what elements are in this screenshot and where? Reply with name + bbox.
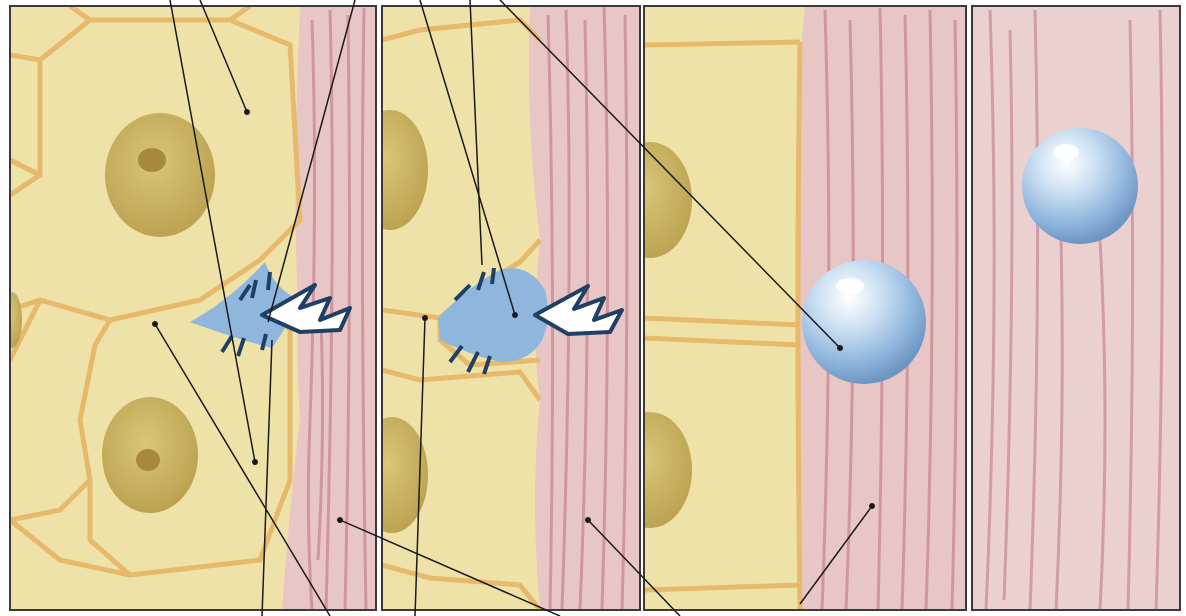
nucleus (2, 292, 22, 348)
leader-dot (422, 315, 428, 321)
panel-1 (2, 6, 376, 610)
leader-dot (152, 321, 158, 327)
leader-dot (252, 459, 258, 465)
panel-3 (608, 6, 966, 610)
leader-dot (585, 517, 591, 523)
panel-4 (972, 6, 1180, 610)
leader-dot (337, 517, 343, 523)
migrating-cell-in-tissue (1022, 128, 1138, 244)
cell-highlight (836, 278, 864, 294)
cell-highlight (1053, 144, 1079, 160)
leader-dot (512, 312, 518, 318)
rounded-migrating-cell (802, 260, 926, 384)
nucleus (105, 113, 215, 237)
nucleolus (136, 449, 160, 471)
leader-dot (244, 109, 250, 115)
leader-dot (869, 503, 875, 509)
leader-dot (837, 345, 843, 351)
panel-2 (352, 6, 640, 610)
nucleolus (138, 148, 166, 172)
panel-4-background (972, 6, 1180, 610)
